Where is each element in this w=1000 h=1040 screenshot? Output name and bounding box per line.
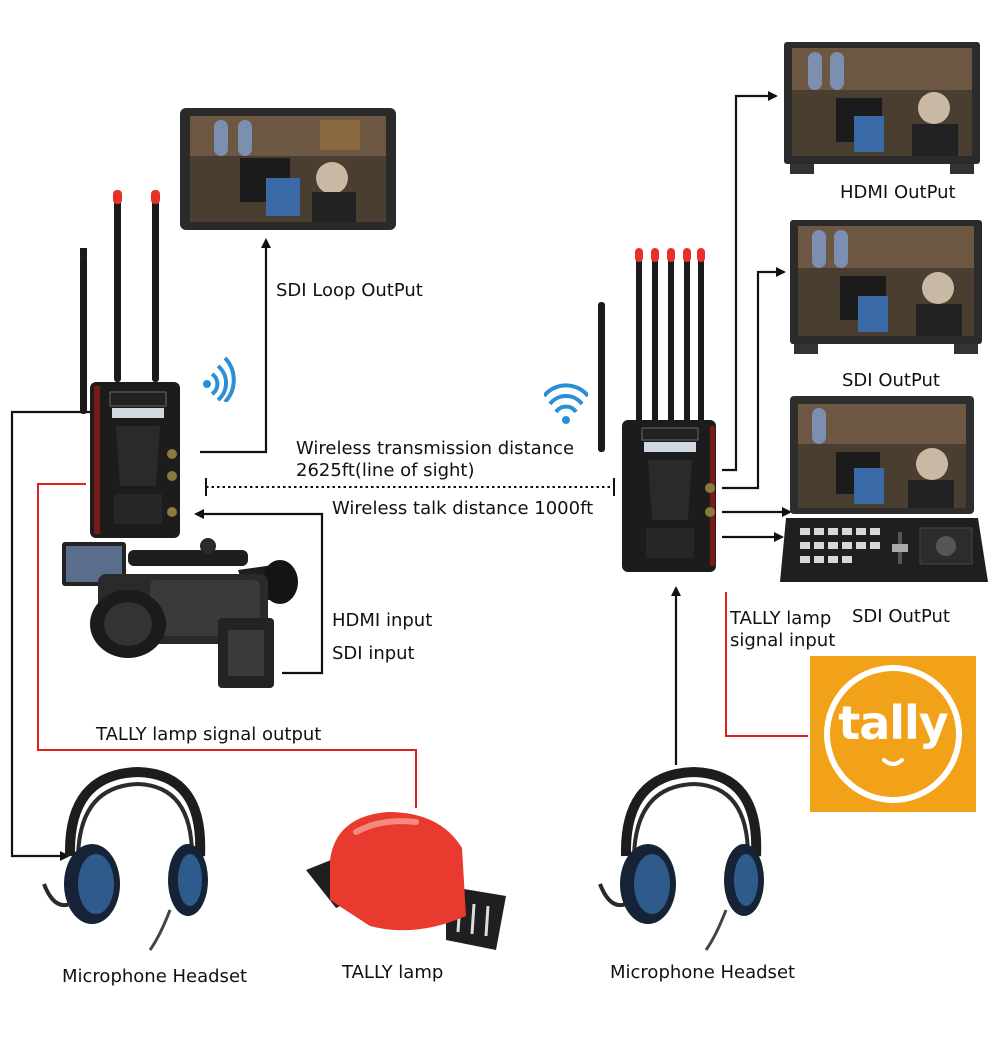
sdi-output-monitor — [790, 220, 982, 356]
hdmi-output-wire — [722, 91, 778, 472]
tally-logo-text: tally — [838, 696, 949, 750]
tally-input-wire — [725, 592, 808, 737]
headset-icon — [40, 760, 216, 952]
wifi-icon — [200, 352, 240, 404]
sdi-loop-monitor — [180, 108, 396, 230]
wireless-distance-line1: Wireless transmission distance — [296, 438, 575, 459]
headset-icon — [596, 760, 772, 952]
tally-input-label: TALLY lamp signal input — [730, 608, 835, 651]
wifi-icon — [542, 380, 590, 426]
sdi-output-label-2: SDI OutPut — [852, 606, 950, 627]
tally-input-line2: signal input — [730, 629, 836, 651]
tally-output-label: TALLY lamp signal output — [96, 724, 322, 745]
camcorder — [58, 534, 304, 694]
hdmi-input-label: HDMI input — [332, 610, 433, 631]
hdmi-output-monitor — [784, 42, 980, 176]
tally-output-wire — [37, 483, 417, 808]
tally-lamp-label: TALLY lamp — [342, 962, 444, 983]
tally-logo: tally — [810, 656, 976, 812]
sdi-loop-wire — [200, 238, 271, 454]
headset-left-label: Microphone Headset — [62, 966, 248, 987]
camera-input-wire — [194, 509, 324, 675]
transmitter-device — [72, 186, 202, 540]
sdi-input-label: SDI input — [332, 643, 415, 664]
sdi-output-wire-1 — [722, 267, 786, 490]
tally-input-line1: TALLY lamp — [730, 608, 832, 629]
wireless-distance-label: Wireless transmission distance 2625ft(li… — [296, 438, 574, 481]
headset-right-label: Microphone Headset — [610, 962, 796, 983]
video-switcher — [780, 396, 990, 586]
wireless-distance-line2: 2625ft(line of sight) — [296, 459, 475, 481]
receiver-device — [592, 242, 722, 576]
hdmi-output-label: HDMI OutPut — [840, 182, 956, 203]
tally-lamp — [296, 808, 518, 954]
wireless-talk-label: Wireless talk distance 1000ft — [332, 498, 594, 519]
sdi-loop-output-label: SDI Loop OutPut — [276, 280, 423, 301]
headset-left-wire — [10, 410, 90, 861]
sdi-output-label-1: SDI OutPut — [842, 370, 940, 391]
